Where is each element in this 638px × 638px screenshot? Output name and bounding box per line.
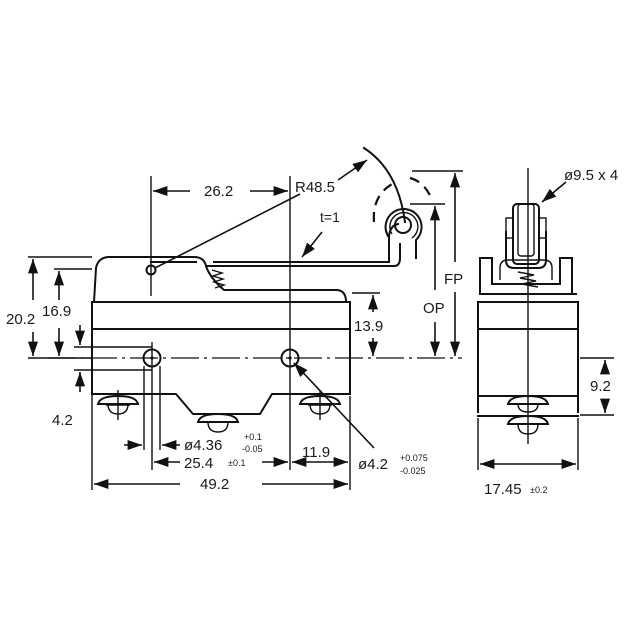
fp-label: FP bbox=[444, 271, 463, 288]
radius-label: R48.5 bbox=[295, 179, 335, 196]
dim-hole-spacing: 25.4 ±0.1 bbox=[154, 455, 288, 472]
hole-spacing-label: 25.4 bbox=[184, 455, 213, 472]
dim-11-9-label: 11.9 bbox=[302, 444, 330, 461]
dim-11-9: 11.9 bbox=[292, 396, 351, 490]
hole-right-label: ø4.2 bbox=[358, 456, 388, 473]
front-view: 26.2 R48.5 t=1 20.2 16.9 bbox=[6, 146, 463, 493]
dim-20-2: 20.2 bbox=[6, 256, 92, 359]
dim-4-2: 4.2 bbox=[52, 325, 152, 429]
dim-16-9-label: 16.9 bbox=[42, 303, 71, 320]
side-width-label: 17.45 bbox=[484, 481, 522, 498]
hole-right-tol-plus: +0.075 bbox=[400, 453, 428, 463]
terminal-center bbox=[196, 412, 240, 433]
dim-hole-right: ø4.2 +0.075 -0.025 bbox=[293, 362, 428, 476]
op-label: OP bbox=[423, 300, 445, 317]
dim-13-9-label: 13.9 bbox=[354, 318, 383, 335]
hole-right-tol-minus: -0.025 bbox=[400, 466, 426, 476]
dim-overall-length: 49.2 bbox=[91, 394, 348, 493]
thickness-label: t=1 bbox=[320, 209, 340, 225]
roller-size-label: ø9.5 x 4 bbox=[564, 167, 618, 184]
switch-body bbox=[91, 256, 351, 415]
dim-4-2-label: 4.2 bbox=[52, 412, 73, 429]
side-roller-bracket bbox=[499, 203, 553, 288]
centre-lines bbox=[48, 176, 462, 470]
dim-16-9: 16.9 bbox=[42, 268, 92, 356]
dim-13-9: 13.9 bbox=[352, 292, 383, 356]
dim-20-2-label: 20.2 bbox=[6, 311, 35, 328]
roller bbox=[362, 146, 434, 259]
hole-left-tol-plus: +0.1 bbox=[244, 432, 262, 442]
dim-op: OP bbox=[410, 203, 445, 356]
roller-size-callout: ø9.5 x 4 bbox=[541, 167, 618, 203]
side-width-tol: ±0.2 bbox=[530, 485, 547, 495]
terminal-right bbox=[298, 390, 342, 420]
radius-callout: R48.5 bbox=[154, 159, 368, 269]
hole-spacing-tol: ±0.1 bbox=[228, 458, 245, 468]
hole-left-label: ø4.36 bbox=[184, 437, 222, 454]
overall-length-label: 49.2 bbox=[200, 476, 229, 493]
roller-lever bbox=[150, 222, 401, 267]
dim-side-width: 17.45 ±0.2 bbox=[477, 418, 579, 498]
thickness-callout: t=1 bbox=[301, 209, 340, 258]
dim-26-2-label: 26.2 bbox=[204, 183, 233, 200]
dim-26-2: 26.2 bbox=[153, 183, 288, 200]
terminal-left bbox=[96, 390, 140, 420]
dim-hole-left: ø4.36 +0.1 -0.05 bbox=[124, 366, 263, 454]
hole-left-tol-minus: -0.05 bbox=[242, 444, 263, 454]
dim-9-2: 9.2 bbox=[580, 357, 614, 416]
dim-fp: FP bbox=[412, 170, 463, 356]
side-view: ø9.5 x 4 9.2 17.45 ±0.2 bbox=[477, 167, 618, 498]
dim-9-2-label: 9.2 bbox=[590, 378, 611, 395]
